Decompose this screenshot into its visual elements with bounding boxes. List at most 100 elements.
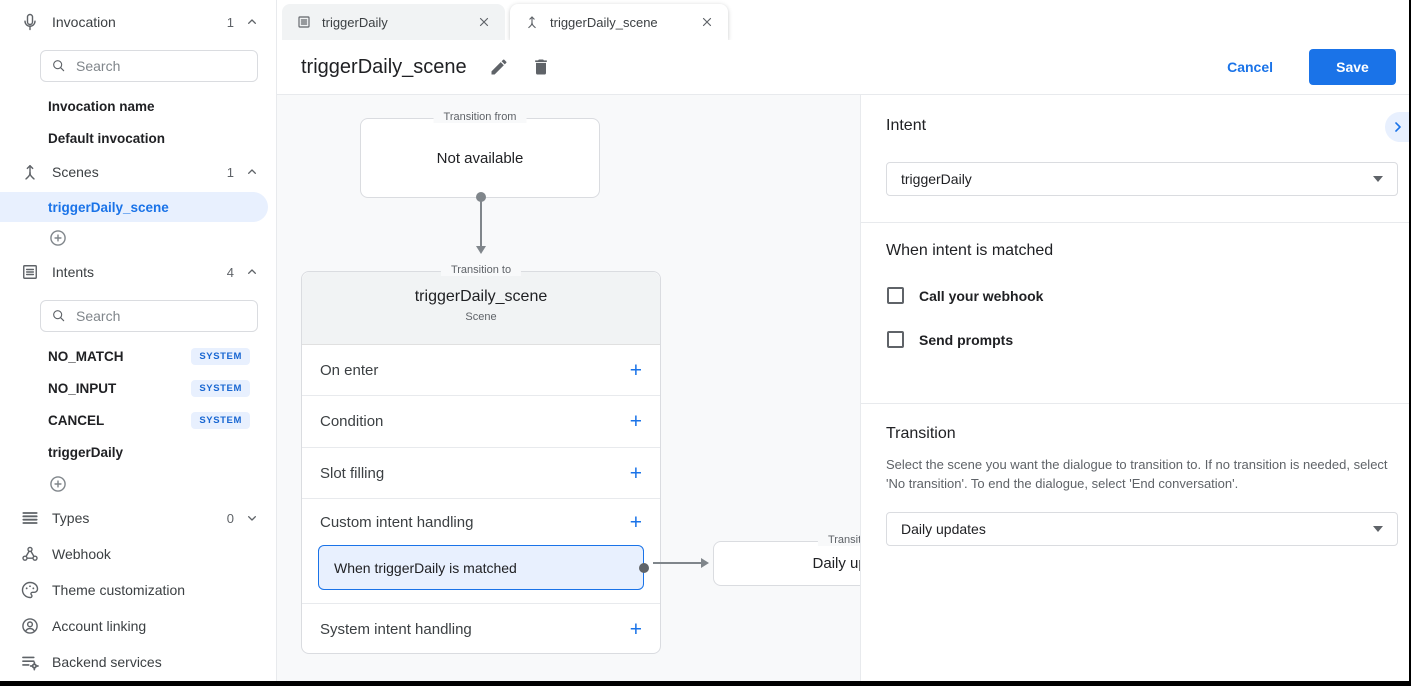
sidebar-item-no-input[interactable]: NO_INPUT SYSTEM bbox=[0, 372, 276, 404]
add-on-enter-button[interactable]: + bbox=[629, 358, 642, 382]
palette-icon bbox=[21, 581, 39, 599]
chevron-up-icon[interactable] bbox=[244, 14, 260, 30]
checkbox-label: Send prompts bbox=[919, 331, 1014, 348]
row-label: System intent handling bbox=[320, 620, 472, 638]
merge-icon bbox=[528, 16, 536, 29]
sidebar-item-invocation-name[interactable]: Invocation name bbox=[48, 98, 155, 114]
section-count: 0 bbox=[226, 510, 234, 526]
dropdown-caret-icon bbox=[1373, 176, 1383, 182]
divider bbox=[861, 403, 1411, 404]
plus-circle-icon bbox=[50, 230, 66, 246]
section-count: 4 bbox=[226, 264, 234, 280]
node-legend: Transition from bbox=[433, 111, 527, 123]
sidebar-item-account-linking[interactable]: Account linking bbox=[0, 610, 276, 642]
sidebar-item-triggerdaily-scene[interactable]: triggerDaily_scene bbox=[0, 192, 268, 222]
arrow-right bbox=[701, 558, 709, 568]
scene-node-subtitle: Scene bbox=[465, 311, 497, 323]
tab-triggerdaily[interactable]: triggerDaily bbox=[282, 4, 505, 40]
sidebar-section-scenes[interactable]: Scenes 1 bbox=[0, 156, 276, 188]
link-label: Theme customization bbox=[52, 582, 186, 598]
save-button[interactable]: Save bbox=[1309, 49, 1396, 85]
sidebar-item-theme-customization[interactable]: Theme customization bbox=[0, 574, 276, 606]
connector-dot bbox=[639, 562, 649, 573]
delete-button[interactable] bbox=[531, 57, 551, 77]
row-system-intent-handling[interactable]: System intent handling + bbox=[302, 604, 660, 654]
row-label: Custom intent handling bbox=[320, 513, 474, 531]
chevron-down-icon[interactable] bbox=[244, 510, 260, 526]
search-icon bbox=[53, 310, 65, 322]
system-badge: SYSTEM bbox=[191, 411, 250, 429]
transition-target-node[interactable]: Transition to Daily updates bbox=[713, 534, 860, 586]
intent-detail-panel: Intent triggerDaily When intent is match… bbox=[860, 95, 1411, 681]
tab-triggerdaily-scene[interactable]: triggerDaily_scene bbox=[510, 4, 728, 40]
dropdown-caret-icon bbox=[1373, 526, 1383, 532]
add-intent-button[interactable] bbox=[0, 470, 276, 498]
matched-intent-item[interactable]: When triggerDaily is matched bbox=[318, 545, 649, 590]
transition-target-text: Daily updates bbox=[812, 555, 860, 572]
add-scene-button[interactable] bbox=[0, 224, 276, 252]
add-custom-intent-button[interactable]: + bbox=[629, 510, 642, 534]
call-webhook-checkbox-row[interactable]: Call your webhook bbox=[887, 287, 1043, 304]
sidebar-item-no-match[interactable]: NO_MATCH SYSTEM bbox=[0, 340, 276, 372]
row-label: Condition bbox=[320, 413, 384, 430]
collapse-panel-button[interactable] bbox=[1385, 112, 1411, 142]
intents-search[interactable] bbox=[40, 300, 258, 332]
selected-scene-label: triggerDaily_scene bbox=[48, 199, 169, 215]
sidebar-item-default-invocation[interactable]: Default invocation bbox=[48, 130, 166, 146]
custom-intent-handling-header[interactable]: Custom intent handling + bbox=[302, 499, 660, 545]
chevron-right-icon bbox=[1395, 122, 1401, 132]
intent-label: NO_INPUT bbox=[48, 380, 117, 396]
chevron-up-icon[interactable] bbox=[244, 264, 260, 280]
intent-heading: Intent bbox=[886, 117, 927, 134]
link-label: Backend services bbox=[52, 654, 162, 670]
tab-label: triggerDaily bbox=[322, 14, 388, 30]
sidebar-section-invocation[interactable]: Invocation 1 bbox=[0, 6, 276, 38]
intent-select[interactable]: triggerDaily bbox=[886, 162, 1398, 196]
microphone-icon bbox=[24, 13, 36, 31]
cancel-button[interactable]: Cancel bbox=[1227, 59, 1273, 75]
sidebar-section-types[interactable]: Types 0 bbox=[0, 502, 276, 534]
connector-line bbox=[480, 199, 482, 247]
checkbox-label: Call your webhook bbox=[919, 287, 1044, 304]
screen-right-edge bbox=[1409, 0, 1411, 686]
sidebar-item-webhook[interactable]: Webhook bbox=[0, 538, 276, 570]
send-prompts-checkbox-row[interactable]: Send prompts bbox=[887, 331, 1013, 348]
invocation-search[interactable] bbox=[40, 50, 258, 82]
search-input[interactable] bbox=[76, 58, 257, 74]
intent-label: NO_MATCH bbox=[48, 348, 124, 364]
sidebar-item-backend-services[interactable]: Backend services bbox=[0, 646, 276, 678]
section-count: 1 bbox=[226, 164, 234, 180]
section-label: Types bbox=[52, 510, 90, 526]
scene-node-header: triggerDaily_scene Scene bbox=[302, 272, 660, 345]
system-badge: SYSTEM bbox=[191, 347, 250, 365]
scene-node: Transition to triggerDaily_scene Scene O… bbox=[301, 264, 661, 654]
checkbox-unchecked-icon[interactable] bbox=[887, 331, 904, 348]
close-icon[interactable] bbox=[477, 15, 491, 29]
checkbox-unchecked-icon[interactable] bbox=[887, 287, 904, 304]
article-icon bbox=[23, 265, 37, 279]
node-legend: Transition to bbox=[817, 534, 860, 546]
transition-select[interactable]: Daily updates bbox=[886, 512, 1398, 546]
edit-button[interactable] bbox=[489, 57, 509, 77]
article-icon bbox=[298, 16, 310, 28]
divider bbox=[861, 222, 1411, 223]
search-input[interactable] bbox=[76, 308, 257, 324]
sidebar-section-intents[interactable]: Intents 4 bbox=[0, 256, 276, 288]
row-on-enter[interactable]: On enter + bbox=[302, 345, 660, 396]
row-slot-filling[interactable]: Slot filling + bbox=[302, 448, 660, 499]
add-slot-filling-button[interactable]: + bbox=[629, 461, 642, 485]
account-circle-icon bbox=[22, 618, 38, 634]
row-condition[interactable]: Condition + bbox=[302, 396, 660, 448]
add-system-intent-button[interactable]: + bbox=[629, 617, 642, 641]
intent-label: triggerDaily bbox=[48, 444, 124, 460]
connector-dot bbox=[476, 192, 486, 202]
sidebar-item-triggerdaily-intent[interactable]: triggerDaily bbox=[0, 436, 276, 468]
chevron-up-icon[interactable] bbox=[244, 164, 260, 180]
scene-graph-canvas[interactable]: Transition from Not available Transition… bbox=[277, 95, 860, 681]
screen-bottom-edge bbox=[0, 681, 1411, 686]
editor-tab-bar: triggerDaily triggerDaily_scene bbox=[277, 0, 1411, 40]
tab-label: triggerDaily_scene bbox=[550, 14, 658, 30]
sidebar-item-cancel-intent[interactable]: CANCEL SYSTEM bbox=[0, 404, 276, 436]
close-icon[interactable] bbox=[700, 15, 714, 29]
add-condition-button[interactable]: + bbox=[629, 410, 642, 433]
